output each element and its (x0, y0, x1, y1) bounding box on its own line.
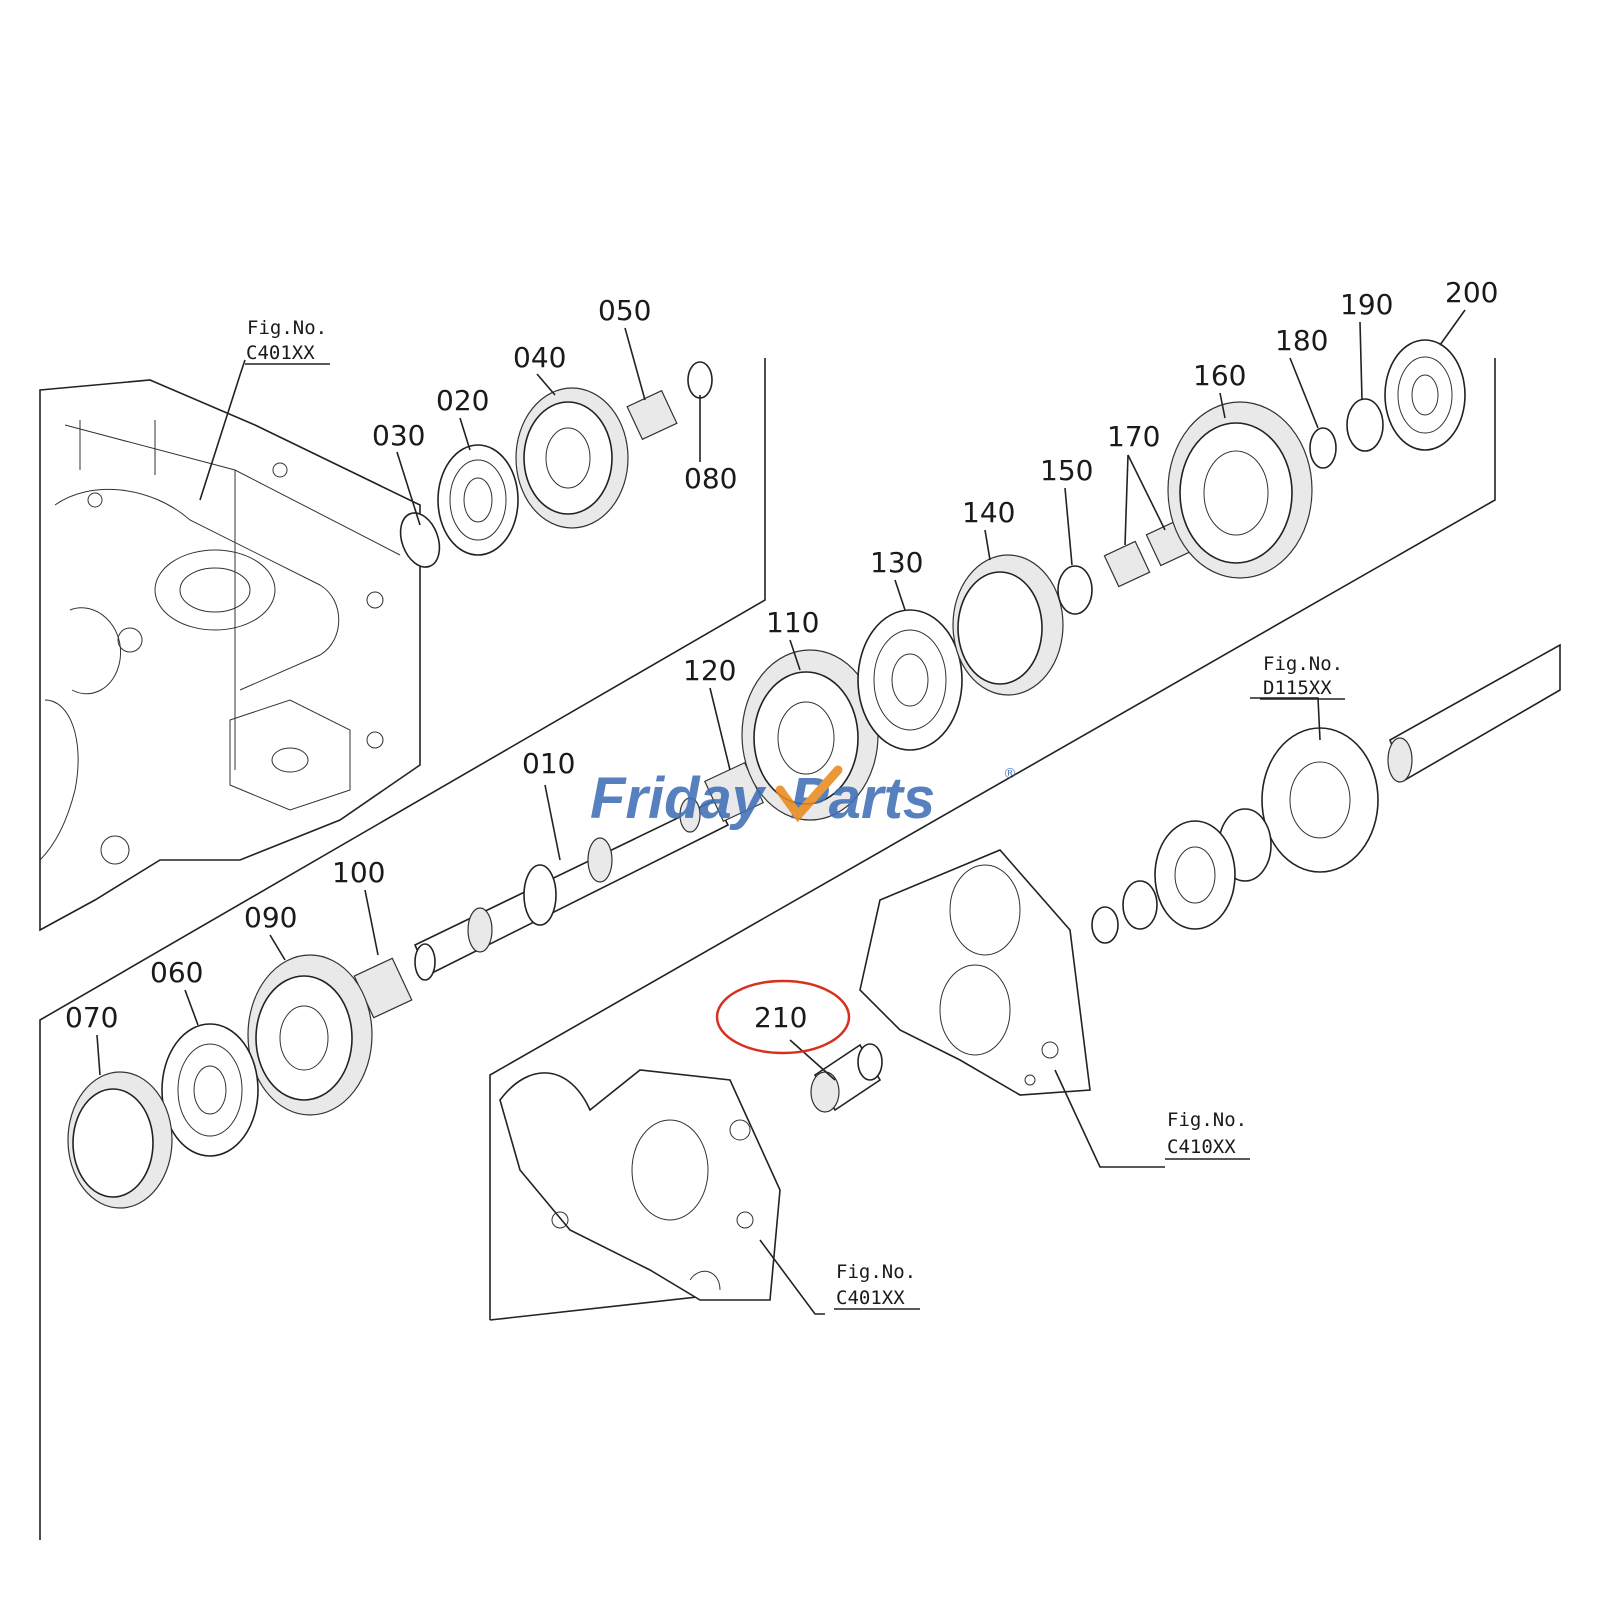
fig-ref-right-shaft-label: Fig.No. (1263, 653, 1343, 675)
watermark-check-icon (775, 765, 843, 823)
needle-bearing-050 (626, 389, 678, 441)
label-040: 040 (513, 341, 566, 374)
highlight-circle-210 (715, 979, 851, 1055)
bearing-020 (437, 444, 519, 556)
fig-ref-right-bottom-code: C410XX (1167, 1136, 1236, 1158)
figure-references: Fig.No. C401XX Fig.No. D115XX Fig.No. C4… (245, 317, 1345, 1310)
right-shaft-assembly (1091, 643, 1561, 944)
label-020: 020 (436, 384, 489, 417)
label-050: 050 (598, 294, 651, 327)
label-110: 110 (766, 606, 819, 639)
snap-ring-150 (1057, 565, 1093, 615)
label-120: 120 (683, 654, 736, 687)
label-060: 060 (150, 956, 203, 989)
washer-190 (1346, 398, 1384, 452)
cover-plate-c410 (859, 849, 1091, 1096)
label-190: 190 (1340, 288, 1393, 321)
needle-bearing-170a (1103, 540, 1151, 588)
gear-160 (1167, 401, 1313, 579)
label-170: 170 (1107, 420, 1160, 453)
transmission-housing (39, 379, 421, 932)
label-070: 070 (65, 1001, 118, 1034)
label-090: 090 (244, 901, 297, 934)
label-080: 080 (684, 462, 737, 495)
top-row-parts (399, 339, 1466, 823)
label-140: 140 (962, 496, 1015, 529)
label-100: 100 (332, 856, 385, 889)
hub-130 (857, 609, 963, 751)
part-labels: 010 020 030 040 050 060 070 080 090 100 … (65, 276, 1498, 1034)
label-150: 150 (1040, 454, 1093, 487)
label-160: 160 (1193, 359, 1246, 392)
label-030: 030 (372, 419, 425, 452)
sleeve-070 (67, 1071, 173, 1209)
label-180: 180 (1275, 324, 1328, 357)
label-130: 130 (870, 546, 923, 579)
snap-ring-080 (687, 361, 713, 399)
watermark-part1: Friday (590, 766, 767, 831)
lower-housing-c401 (499, 1069, 781, 1301)
gear-040 (515, 387, 629, 529)
gear-110 (741, 649, 879, 821)
bushing-210 (810, 1043, 883, 1113)
fig-ref-right-bottom-label: Fig.No. (1167, 1109, 1247, 1131)
bearing-200 (1384, 339, 1466, 451)
label-200: 200 (1445, 276, 1498, 309)
watermark-registered: ® (1003, 766, 1017, 782)
sleeve-140 (952, 554, 1064, 696)
fig-ref-right-shaft-code: D115XX (1263, 677, 1332, 699)
fig-ref-top-left-code: C401XX (246, 342, 315, 364)
fig-ref-bottom-center-label: Fig.No. (836, 1261, 916, 1283)
shaft-010 (413, 797, 730, 981)
label-210: 210 (754, 1001, 807, 1034)
gear-090 (247, 954, 373, 1116)
fig-ref-bottom-center-code: C401XX (836, 1287, 905, 1309)
leader-lines (96, 309, 1466, 1315)
snap-ring-030 (399, 512, 441, 568)
hub-060 (161, 1023, 259, 1157)
bottom-left-parts (67, 954, 413, 1209)
fig-ref-top-left-label: Fig.No. (247, 317, 327, 339)
snap-ring-180 (1309, 427, 1337, 469)
label-010: 010 (522, 747, 575, 780)
